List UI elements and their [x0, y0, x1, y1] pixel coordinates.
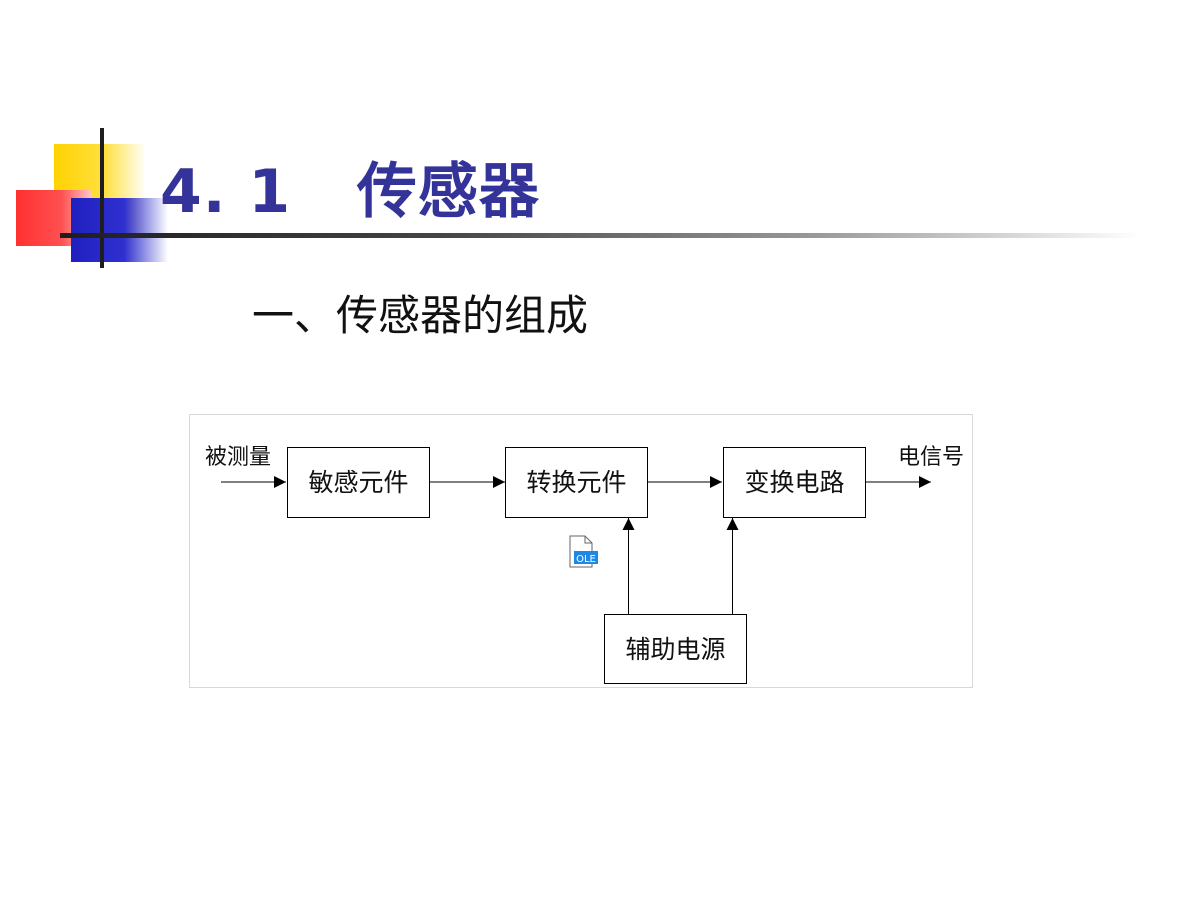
block-power-label: 辅助电源	[625, 635, 725, 664]
title-underline	[60, 233, 1140, 238]
sensor-block-diagram: 被测量 敏感元件 转换元件 变换电路 电信号 辅助电源	[189, 414, 973, 688]
block-conversion-label: 转换元件	[526, 468, 626, 497]
ole-icon-text: OLE	[576, 554, 596, 565]
decor-blue-square	[71, 198, 168, 262]
input-label: 被测量	[205, 445, 271, 470]
block-circuit-label: 变换电路	[744, 468, 844, 497]
block-sensitive-element: 敏感元件	[287, 447, 430, 518]
slide-title: 4. 1 传感器	[160, 157, 540, 227]
slide-subtitle: 一、传感器的组成	[252, 291, 589, 340]
block-conversion-element: 转换元件	[505, 447, 648, 518]
block-auxiliary-power: 辅助电源	[604, 614, 747, 684]
ole-object-icon[interactable]: OLE	[569, 535, 598, 568]
block-sensitive-label: 敏感元件	[308, 468, 408, 497]
output-label: 电信号	[898, 445, 964, 470]
block-conversion-circuit: 变换电路	[723, 447, 866, 518]
decor-vertical-line	[100, 128, 104, 268]
